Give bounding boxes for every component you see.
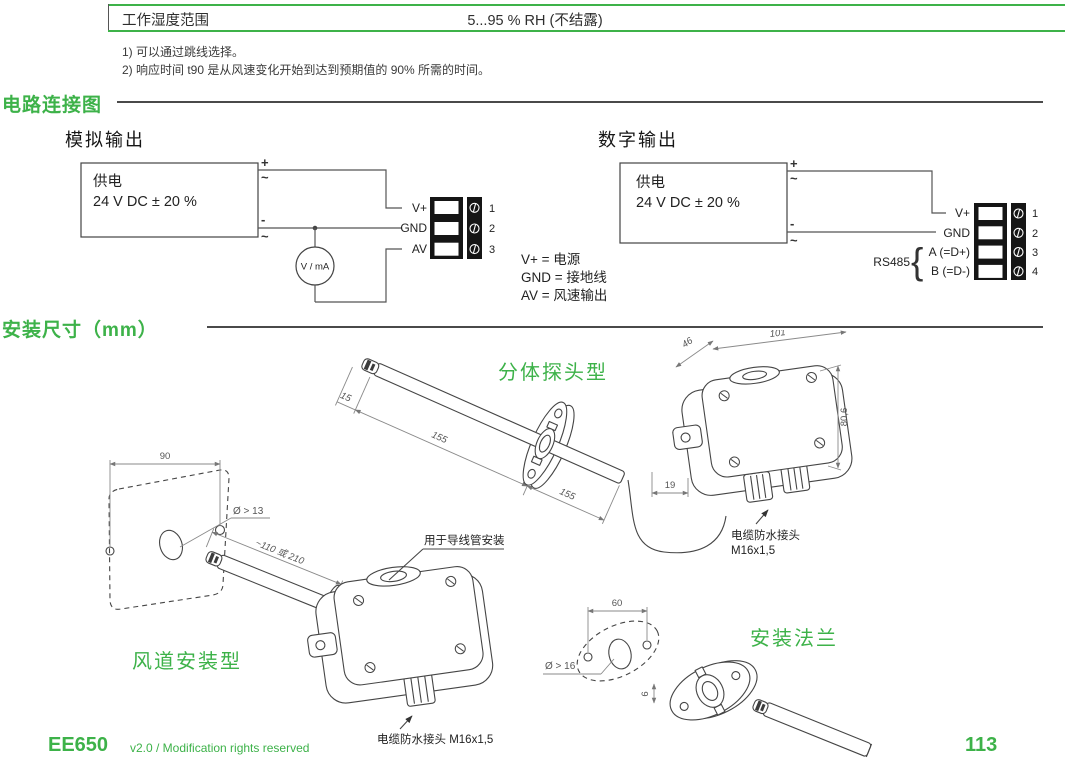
flange-outline-dashed xyxy=(576,620,660,682)
mounting-drawings: 15 155 155 xyxy=(105,330,873,758)
probe-tube xyxy=(373,363,625,484)
remote-gland-label-line1: 电缆防水接头 xyxy=(731,528,800,542)
section-rule-mounting xyxy=(207,326,1043,328)
analog-terminal-num-3: 3 xyxy=(489,244,495,256)
dim-enclosure-width: 101 xyxy=(769,330,786,340)
analog-terminal-label-av: AV xyxy=(412,242,427,256)
analog-wire-av xyxy=(315,248,402,303)
terminal-screw-icons xyxy=(469,202,480,255)
duct-wall-dashed xyxy=(108,469,230,610)
digital-terminal-num-1: 1 xyxy=(1032,208,1038,220)
digital-terminal-num-2: 2 xyxy=(1032,228,1038,240)
dim-hole-dia: Ø > 13 xyxy=(233,506,264,517)
footer-version: v2.0 / Modification rights reserved xyxy=(130,741,310,755)
analog-minus-sign: - xyxy=(261,212,265,227)
analog-tilde-bottom: ~ xyxy=(261,229,269,244)
remote-probe-label: 分体探头型 xyxy=(498,362,608,384)
flange-hole-left xyxy=(583,652,593,662)
analog-output-title: 模拟输出 xyxy=(65,130,145,150)
conduit-label: 用于导线管安装 xyxy=(424,533,505,547)
analog-terminal-block xyxy=(430,197,482,259)
remote-gland-label-line2: M16x1,5 xyxy=(731,545,775,557)
analog-supply-line2: 24 V DC ± 20 % xyxy=(93,194,197,210)
terminal-legend: V+ = 电源 GND = 接地线 AV = 风速输出 xyxy=(521,251,607,305)
flange-center-hole xyxy=(608,638,632,670)
digital-terminal-num-4: 4 xyxy=(1032,266,1038,278)
analog-terminal-label-gnd: GND xyxy=(400,221,427,235)
digital-terminal-block xyxy=(974,203,1026,280)
footer-page-number: 113 xyxy=(965,734,998,756)
digital-supply-box xyxy=(619,162,788,244)
section-header-circuit: 电路连接图 xyxy=(2,95,103,116)
gland-callout-arrow xyxy=(755,509,769,525)
rs485-brace: { xyxy=(911,241,923,282)
analog-supply-line1: 供电 xyxy=(93,173,122,190)
analog-terminal-num-2: 2 xyxy=(489,223,495,235)
spec-table-bottom-border xyxy=(108,30,1065,32)
digital-output-title: 数字输出 xyxy=(598,130,678,150)
gland-callout-arrow xyxy=(399,715,413,730)
dim-flange-thickness: 6 xyxy=(640,691,651,696)
analog-wire-vplus xyxy=(258,169,402,209)
footnote-2: 2) 响应时间 t90 是从风速变化开始到达到预期值的 90% 所需的时间。 xyxy=(122,63,491,77)
flange-probe-piece xyxy=(752,699,873,758)
rs485-label: RS485 xyxy=(873,255,910,269)
duct-mount-drawing: 90 Ø > 13 ~110 或 210 xyxy=(105,451,505,746)
footer-model: EE650 xyxy=(48,734,109,756)
analog-supply-box xyxy=(80,162,259,238)
duct-enclosure xyxy=(307,566,494,707)
digital-wire-vplus xyxy=(787,170,946,214)
footnote-1: 1) 可以通过跳线选择。 xyxy=(122,45,245,59)
remote-enclosure xyxy=(672,365,853,503)
dim-hole-span: 90 xyxy=(160,451,171,462)
analog-tilde-top: ~ xyxy=(261,170,269,185)
dim-enclosure-height: 80,6 xyxy=(839,408,850,427)
enclosure-screws xyxy=(353,575,466,674)
probe-sensor-tip xyxy=(361,358,380,375)
voltmeter-label: V / mA xyxy=(301,262,330,273)
terminal-screw-icons xyxy=(1013,208,1024,277)
duct-gland-label: 电缆防水接头 M16x1,5 xyxy=(377,732,493,746)
legend-gnd: GND = 接地线 xyxy=(521,270,607,285)
section-header-mounting: 安装尺寸（mm） xyxy=(2,320,158,341)
digital-terminal-label-vplus: V+ xyxy=(955,206,970,220)
spec-row-value: 5...95 % RH (不结露) xyxy=(467,13,603,29)
remote-probe-drawing: 15 155 155 xyxy=(335,330,853,557)
duct-center-hole xyxy=(159,529,183,561)
flange-hole-right xyxy=(642,640,652,650)
spec-row-label: 工作湿度范围 xyxy=(122,13,209,29)
analog-plus-sign: + xyxy=(261,155,269,170)
mounting-flange-drawing: 60 Ø > 16 6 xyxy=(543,598,873,758)
circuit-diagram: 供电 24 V DC ± 20 % + ~ - ~ V / mA V+ GND … xyxy=(80,155,1038,303)
duct-hole-right xyxy=(214,524,226,536)
digital-terminal-label-a: A (=D+) xyxy=(929,245,970,259)
section-rule-circuit xyxy=(117,101,1043,103)
legend-vplus: V+ = 电源 xyxy=(521,252,581,267)
analog-terminal-num-1: 1 xyxy=(489,203,495,215)
digital-minus-sign: - xyxy=(790,216,794,231)
spec-table-left-border xyxy=(108,4,109,32)
probe-cable xyxy=(627,479,727,554)
dim-flange-dia: Ø > 16 xyxy=(545,661,576,672)
digital-tilde-bottom: ~ xyxy=(790,233,798,248)
digital-tilde-top: ~ xyxy=(790,171,798,186)
enclosure-screws xyxy=(718,371,826,468)
digital-terminal-label-gnd: GND xyxy=(943,226,970,240)
dim-flange-span: 60 xyxy=(612,598,623,609)
digital-terminal-label-b: B (=D-) xyxy=(931,264,970,278)
flange-3d xyxy=(669,660,758,721)
duct-mount-label: 风道安装型 xyxy=(132,651,242,673)
spec-table-top-border xyxy=(108,4,1065,6)
analog-terminal-label-vplus: V+ xyxy=(412,201,427,215)
dim-enclosure-depth: 46 xyxy=(680,335,696,350)
digital-plus-sign: + xyxy=(790,156,798,171)
mounting-flange-label: 安装法兰 xyxy=(750,628,838,650)
digital-terminal-num-3: 3 xyxy=(1032,247,1038,259)
dim-probe-tip: 15 xyxy=(339,390,354,405)
dim-enclosure-offset: 19 xyxy=(665,480,676,491)
digital-supply-line2: 24 V DC ± 20 % xyxy=(636,195,740,211)
digital-supply-line1: 供电 xyxy=(636,174,665,191)
duct-probe-tube xyxy=(216,554,333,612)
legend-av: AV = 风速输出 xyxy=(521,288,608,303)
